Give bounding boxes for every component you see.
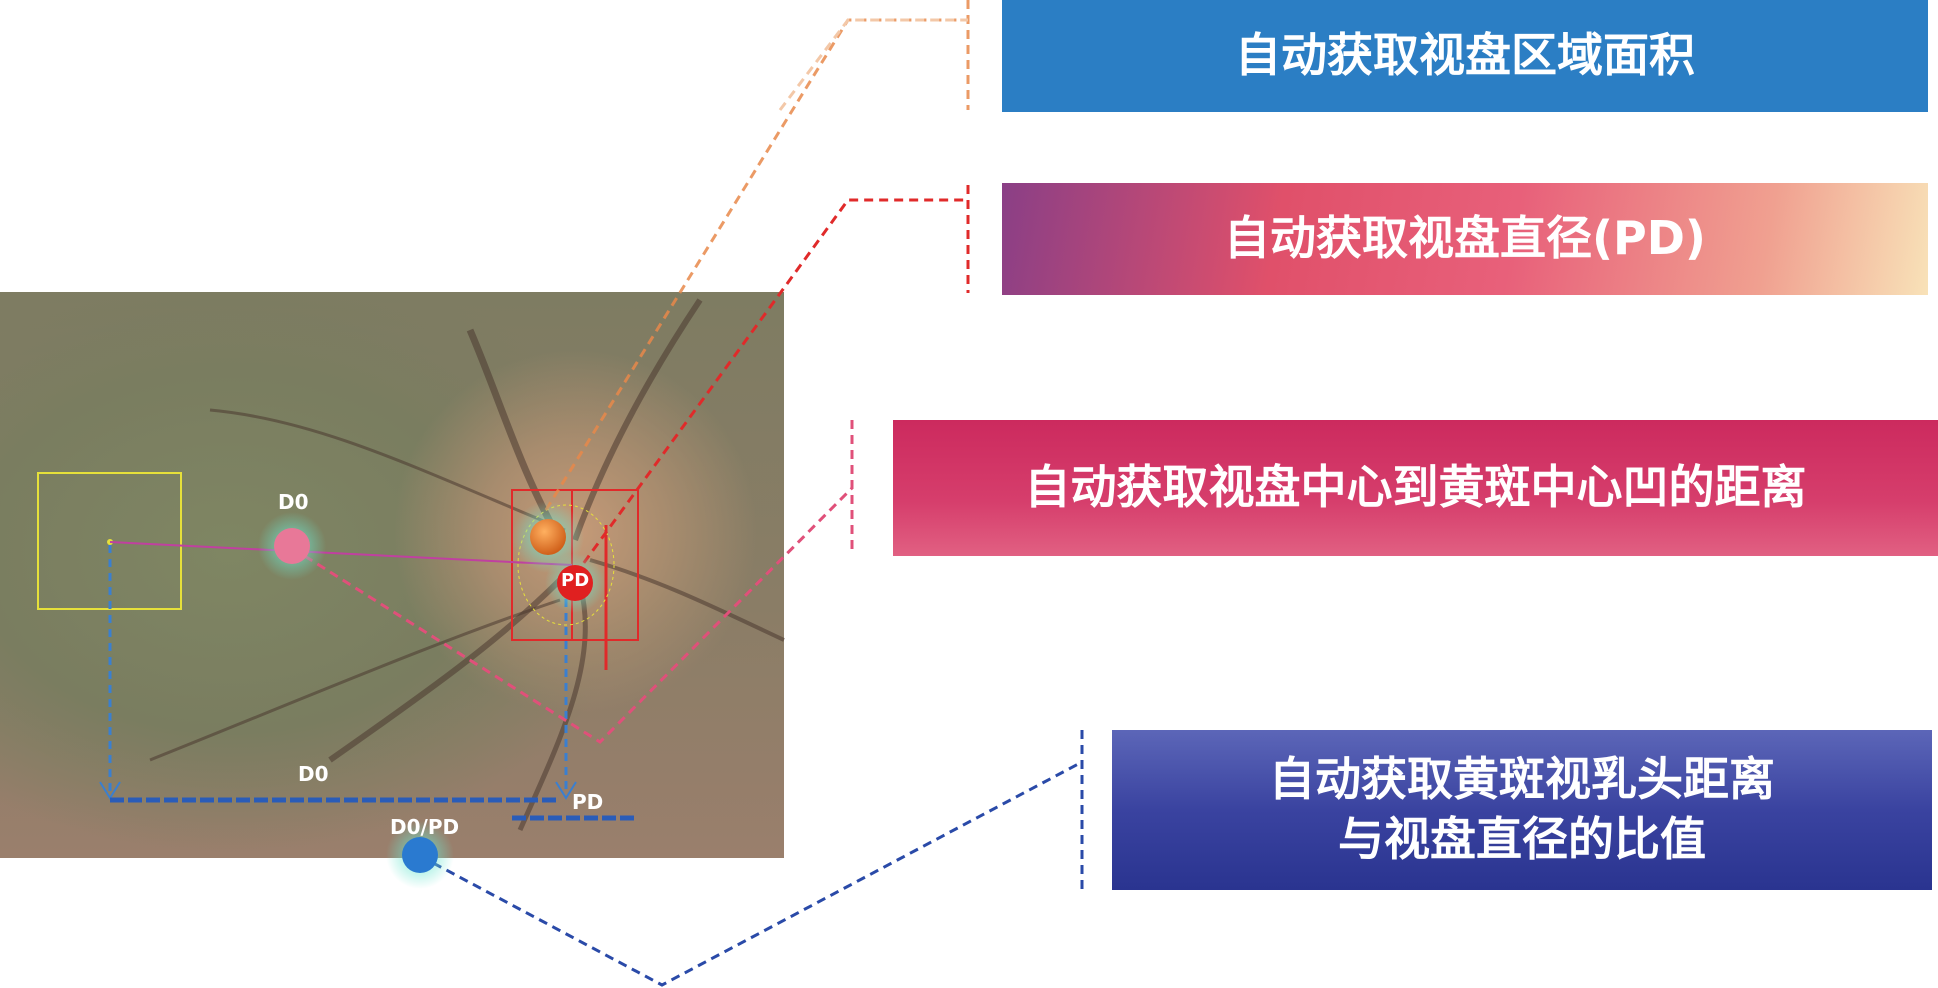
fundus-photo [0,292,784,858]
area-marker [530,519,566,555]
optic-disc-area-box: 自动获取视盘区域面积 [1002,0,1928,112]
ratio-box-line1: 自动获取黄斑视乳头距离 [1269,752,1775,807]
d0-measure-label: D0 [298,762,329,786]
ratio-box: 自动获取黄斑视乳头距离 与视盘直径的比值 [1112,730,1932,890]
leader-ratio [419,730,1084,987]
pd-marker [557,565,593,601]
leader-diameter [573,185,970,576]
disc-fovea-distance-box: 自动获取视盘中心到黄斑中心凹的距离 [893,420,1938,556]
ratio-box-line2: 与视盘直径的比值 [1338,812,1706,866]
ratio-marker [402,837,438,873]
pd-marker-label: PD [561,570,590,591]
leader-distance [291,420,854,744]
d0-marker [274,528,310,564]
blood-vessels [149,298,785,832]
pd-measure-label: PD [572,790,604,814]
optic-disc-box [511,489,639,641]
ratio-marker-label: D0/PD [390,815,460,839]
d0-marker-label: D0 [278,490,309,514]
arrow-right-icon [555,781,577,800]
optic-disc-diameter-box: 自动获取视盘直径(PD) [1002,183,1928,295]
optic-disc-contour [517,504,615,626]
leader-area-fade [778,18,968,111]
fovea-disc-line [109,541,573,566]
